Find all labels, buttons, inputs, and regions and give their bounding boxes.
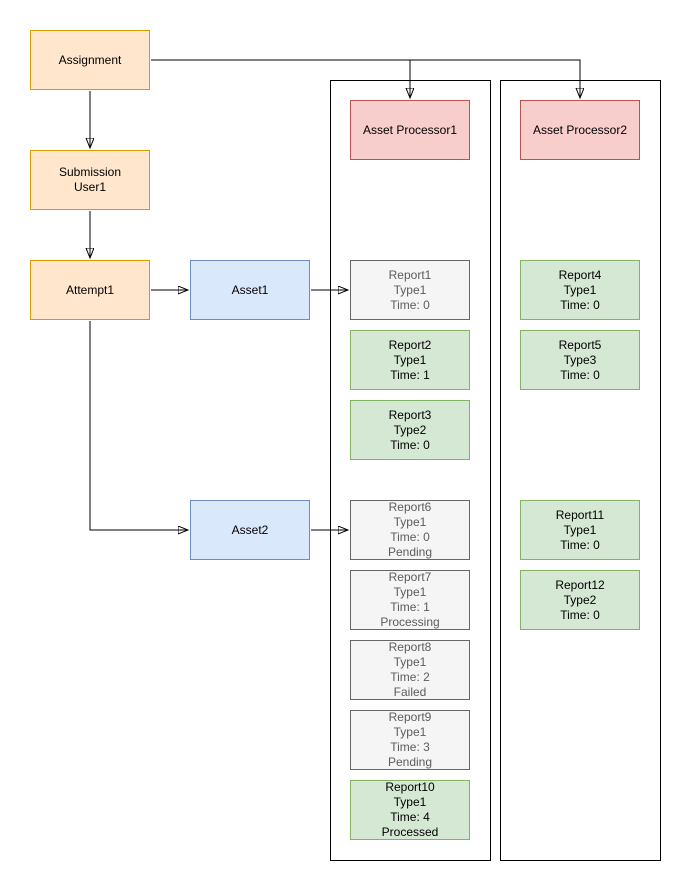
node-label: Attempt1 bbox=[65, 282, 115, 297]
report-time: Time: 0 bbox=[390, 297, 430, 312]
report-type: Type1 bbox=[393, 725, 427, 739]
report-name: Report3 bbox=[388, 407, 432, 422]
report-name: Report6 bbox=[388, 500, 432, 514]
node-label-line2: User1 bbox=[73, 180, 106, 194]
report-box-report12: Report12 Type2 Time: 0 bbox=[520, 570, 640, 630]
node-asset-processor2: Asset Processor2 bbox=[520, 100, 640, 160]
report-name: Report7 bbox=[388, 570, 432, 584]
report-type: Type1 bbox=[563, 282, 597, 297]
report-type: Type2 bbox=[393, 422, 427, 437]
report-box-report1: Report1 Type1 Time: 0 bbox=[350, 260, 470, 320]
report-type: Type1 bbox=[393, 585, 427, 599]
node-label: Asset1 bbox=[231, 282, 269, 297]
report-type: Type2 bbox=[563, 592, 597, 607]
report-box-report3: Report3 Type2 Time: 0 bbox=[350, 400, 470, 460]
report-box-report9: Report9 Type1 Time: 3 Pending bbox=[350, 710, 470, 770]
report-box-report10: Report10 Type1 Time: 4 Processed bbox=[350, 780, 470, 840]
report-type: Type1 bbox=[393, 282, 427, 297]
report-name: Report10 bbox=[385, 780, 435, 794]
report-box-report5: Report5 Type3 Time: 0 bbox=[520, 330, 640, 390]
node-label-line1: Submission bbox=[58, 165, 122, 179]
report-time: Time: 0 bbox=[390, 437, 430, 452]
node-attempt1: Attempt1 bbox=[30, 260, 150, 320]
group-asset-processor2 bbox=[500, 80, 661, 861]
report-time: Time: 2 bbox=[390, 670, 430, 684]
report-box-report4: Report4 Type1 Time: 0 bbox=[520, 260, 640, 320]
report-time: Time: 1 bbox=[390, 367, 430, 382]
report-time: Time: 0 bbox=[560, 297, 600, 312]
report-name: Report2 bbox=[388, 337, 432, 352]
node-label: Asset Processor2 bbox=[532, 122, 628, 137]
report-status: Pending bbox=[387, 755, 433, 769]
node-label: Asset Processor1 bbox=[362, 122, 458, 137]
report-type: Type1 bbox=[393, 655, 427, 669]
node-asset1: Asset1 bbox=[190, 260, 310, 320]
report-type: Type1 bbox=[393, 352, 427, 367]
report-time: Time: 0 bbox=[560, 537, 600, 552]
report-name: Report1 bbox=[388, 267, 432, 282]
report-name: Report9 bbox=[388, 710, 432, 724]
report-box-report6: Report6 Type1 Time: 0 Pending bbox=[350, 500, 470, 560]
node-asset-processor1: Asset Processor1 bbox=[350, 100, 470, 160]
report-status: Processed bbox=[381, 825, 439, 839]
report-box-report8: Report8 Type1 Time: 2 Failed bbox=[350, 640, 470, 700]
report-box-report2: Report2 Type1 Time: 1 bbox=[350, 330, 470, 390]
report-time: Time: 3 bbox=[390, 740, 430, 754]
report-type: Type1 bbox=[393, 515, 427, 529]
report-name: Report4 bbox=[558, 267, 602, 282]
report-type: Type3 bbox=[563, 352, 597, 367]
node-label: Asset2 bbox=[231, 522, 269, 537]
report-time: Time: 0 bbox=[560, 607, 600, 622]
node-submission-user1: Submission User1 bbox=[30, 150, 150, 210]
report-status: Processing bbox=[380, 615, 440, 629]
report-time: Time: 4 bbox=[390, 810, 430, 824]
report-time: Time: 0 bbox=[560, 367, 600, 382]
report-box-report7: Report7 Type1 Time: 1 Processing bbox=[350, 570, 470, 630]
report-type: Type1 bbox=[563, 522, 597, 537]
edge-attempt1-to-asset2 bbox=[89, 321, 187, 530]
report-name: Report12 bbox=[555, 577, 605, 592]
report-status: Pending bbox=[387, 545, 433, 559]
report-name: Report11 bbox=[555, 507, 605, 522]
report-status: Failed bbox=[393, 685, 427, 699]
report-time: Time: 1 bbox=[390, 600, 430, 614]
report-name: Report8 bbox=[388, 640, 432, 654]
node-label: Assignment bbox=[58, 52, 122, 67]
report-time: Time: 0 bbox=[390, 530, 430, 544]
node-assignment: Assignment bbox=[30, 30, 150, 90]
report-box-report11: Report11 Type1 Time: 0 bbox=[520, 500, 640, 560]
report-name: Report5 bbox=[558, 337, 602, 352]
report-type: Type1 bbox=[393, 795, 427, 809]
node-asset2: Asset2 bbox=[190, 500, 310, 560]
